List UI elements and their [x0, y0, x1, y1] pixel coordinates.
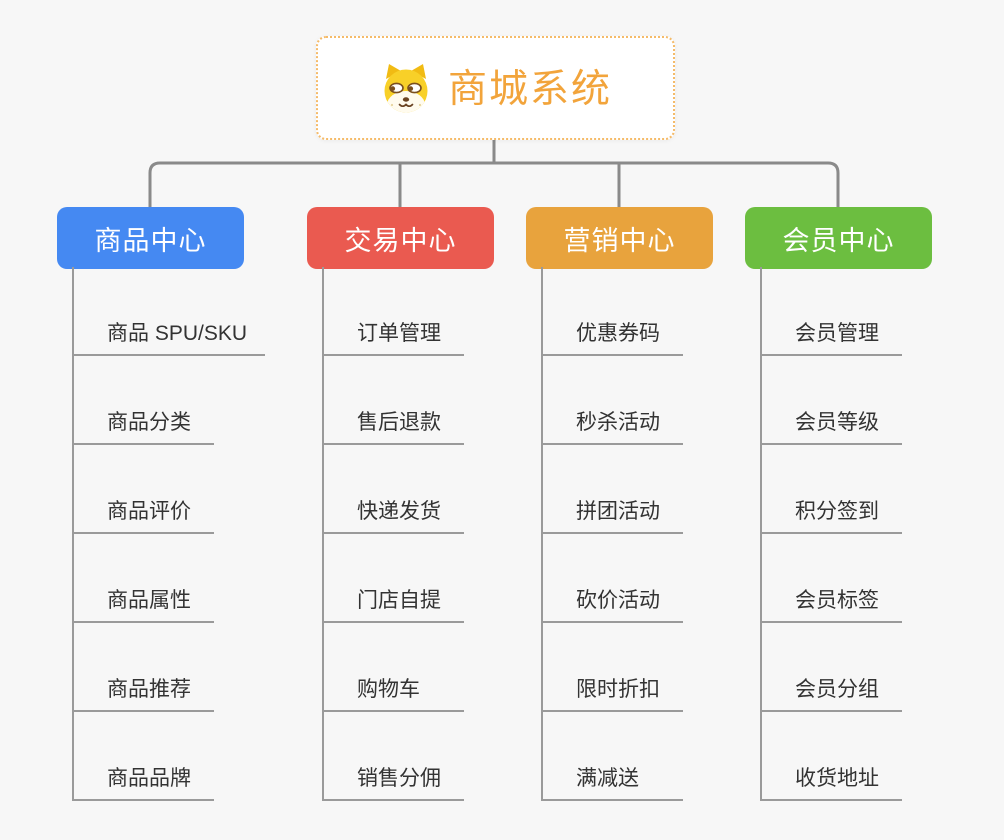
child-node[interactable]: 积分签到: [762, 445, 902, 534]
branch-node-marketing[interactable]: 营销中心: [526, 207, 713, 269]
child-column-trade: 订单管理 售后退款 快递发货 门店自提 购物车 销售分佣: [322, 267, 464, 801]
child-node[interactable]: 订单管理: [324, 267, 464, 356]
root-node[interactable]: 商城系统: [316, 36, 675, 140]
child-node[interactable]: 购物车: [324, 623, 464, 712]
child-node[interactable]: 拼团活动: [543, 445, 683, 534]
branch-node-members[interactable]: 会员中心: [745, 207, 932, 269]
child-node[interactable]: 商品推荐: [74, 623, 214, 712]
child-node[interactable]: 收货地址: [762, 712, 902, 801]
child-node[interactable]: 商品品牌: [74, 712, 214, 801]
branch-node-trade[interactable]: 交易中心: [307, 207, 494, 269]
child-node[interactable]: 满减送: [543, 712, 683, 801]
child-node[interactable]: 限时折扣: [543, 623, 683, 712]
dog-face-icon: [379, 63, 433, 113]
child-node[interactable]: 售后退款: [324, 356, 464, 445]
child-node[interactable]: 会员分组: [762, 623, 902, 712]
child-column-members: 会员管理 会员等级 积分签到 会员标签 会员分组 收货地址: [760, 267, 902, 801]
child-node[interactable]: 商品评价: [74, 445, 214, 534]
child-node[interactable]: 门店自提: [324, 534, 464, 623]
child-node[interactable]: 会员标签: [762, 534, 902, 623]
child-column-products: 商品 SPU/SKU 商品分类 商品评价 商品属性 商品推荐 商品品牌: [72, 267, 266, 801]
child-node[interactable]: 商品分类: [74, 356, 214, 445]
child-node[interactable]: 会员管理: [762, 267, 902, 356]
child-node[interactable]: 商品 SPU/SKU: [74, 267, 266, 356]
child-column-marketing: 优惠券码 秒杀活动 拼团活动 砍价活动 限时折扣 满减送: [541, 267, 683, 801]
child-node[interactable]: 优惠券码: [543, 267, 683, 356]
child-node[interactable]: 快递发货: [324, 445, 464, 534]
root-label: 商城系统: [447, 67, 612, 111]
child-node[interactable]: 砍价活动: [543, 534, 683, 623]
child-node[interactable]: 商品属性: [74, 534, 214, 623]
child-node[interactable]: 会员等级: [762, 356, 902, 445]
branch-node-products[interactable]: 商品中心: [57, 207, 244, 269]
child-node[interactable]: 秒杀活动: [543, 356, 683, 445]
child-node[interactable]: 销售分佣: [324, 712, 464, 801]
